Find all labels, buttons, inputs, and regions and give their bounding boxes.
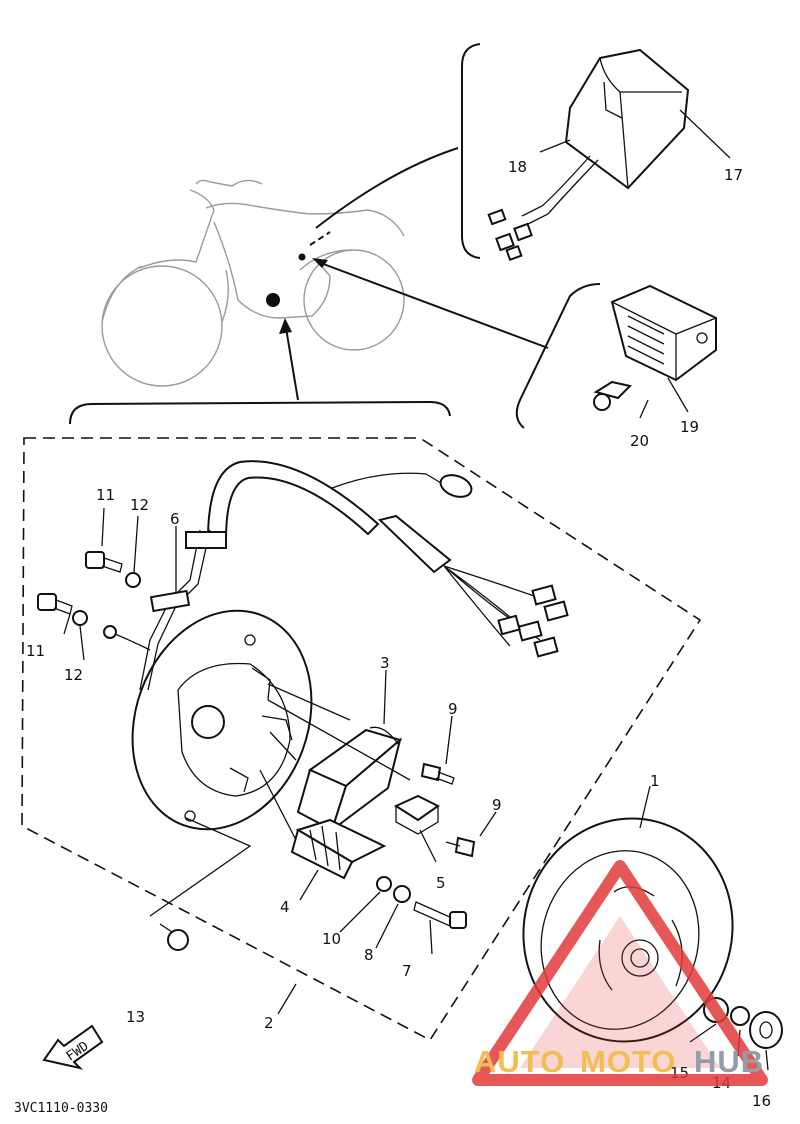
watermark-text-hub: HUB [694, 1044, 764, 1079]
leader-13 [149, 817, 252, 917]
callout-1: 1 [650, 772, 660, 790]
callout-12-upper: 12 [130, 496, 149, 514]
washer-10 [376, 876, 392, 892]
bolt-7 [413, 901, 467, 929]
washer-12-upper [125, 572, 141, 588]
watermark-text-auto: AUTO [474, 1044, 565, 1079]
leaders-4-10 [299, 829, 437, 955]
screw-9-lower [445, 836, 476, 858]
callout-3: 3 [380, 654, 390, 672]
callout-16: 16 [752, 1092, 771, 1110]
bracket-rectifier [515, 283, 601, 429]
callout-11-upper: 11 [96, 486, 115, 504]
stator-plate [131, 609, 313, 831]
leaders-6-11-12 [63, 507, 177, 661]
callout-9-lower: 9 [492, 796, 502, 814]
charge-coil-3 [296, 726, 403, 833]
fwd-arrow-icon [42, 1024, 104, 1070]
callout-8: 8 [364, 946, 374, 964]
lighting-coil-4 [290, 818, 387, 880]
callout-13: 13 [126, 1008, 145, 1026]
pointer-line-rectifier [317, 261, 549, 349]
drawing-code: 3VC1110-0330 [14, 1101, 108, 1116]
callout-18: 18 [508, 158, 527, 176]
nut-16 [749, 1011, 783, 1049]
callout-17: 17 [724, 166, 743, 184]
mount-point-dot [266, 293, 280, 307]
callout-6: 6 [170, 510, 180, 528]
bracket-ignitor [461, 43, 481, 259]
motorcycle-silhouette [101, 179, 405, 387]
washer-12-lower [72, 610, 88, 626]
screw-9-upper [420, 762, 455, 785]
leaders-3-9 [383, 669, 497, 837]
leader-2 [277, 983, 297, 1015]
rectifier-unit [593, 284, 717, 411]
bolt-11-lower [37, 593, 73, 615]
callout-5: 5 [436, 874, 446, 892]
washer-8 [393, 885, 411, 903]
leader-18 [539, 139, 571, 153]
watermark-triangle-icon [472, 860, 768, 1086]
bracket-stator [69, 400, 451, 425]
callout-7: 7 [402, 962, 412, 980]
callout-20: 20 [630, 432, 649, 450]
callout-19: 19 [680, 418, 699, 436]
pickup-coil-5 [393, 794, 440, 835]
leader-1 [639, 785, 651, 829]
grommet [185, 531, 227, 549]
callout-12-lower: 12 [64, 666, 83, 684]
connector-bundle [443, 565, 569, 658]
bolt-11-upper [85, 551, 123, 573]
assembly-lines [259, 683, 411, 841]
screw-13 [159, 923, 189, 951]
wire-clamp [149, 589, 191, 613]
ignitor-unit [487, 48, 690, 262]
pointer-line-stator [284, 321, 299, 401]
flywheel-rotor [522, 817, 734, 1043]
callout-9-upper: 9 [448, 700, 458, 718]
pointer-line-ignitor [315, 147, 459, 229]
callout-2: 2 [264, 1014, 274, 1032]
wire-loom [206, 460, 380, 541]
callout-10: 10 [322, 930, 341, 948]
leader-17 [679, 109, 731, 159]
leader-19 [667, 377, 689, 413]
washer-14 [730, 1006, 750, 1026]
leader-20 [639, 399, 649, 419]
watermark-logo: AUTO MOTO HUB [472, 860, 768, 1086]
watermark-text-moto: MOTO [580, 1044, 676, 1079]
callout-4: 4 [280, 898, 290, 916]
callout-11-lower: 11 [26, 642, 45, 660]
mount-point-dot-small [298, 253, 306, 261]
wire-lead [331, 472, 447, 489]
